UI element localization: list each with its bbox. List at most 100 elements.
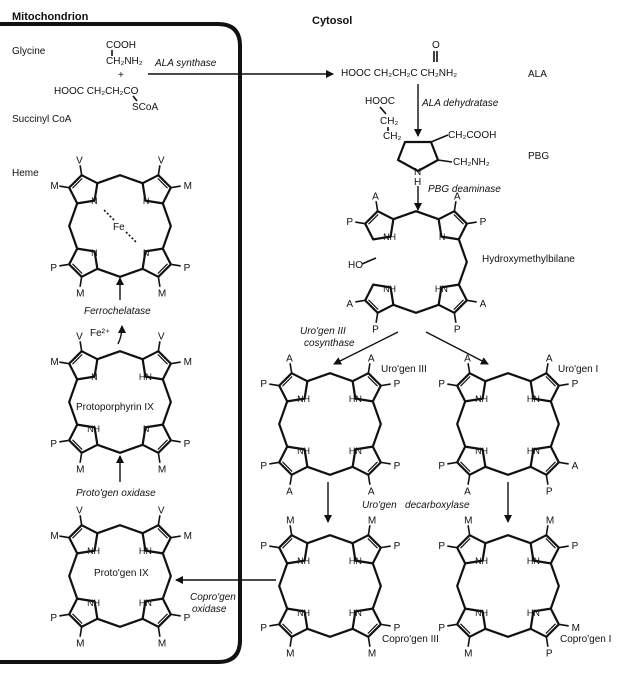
- proto9g-pyrrole-3-ring: [141, 597, 172, 628]
- uro1-pyrrole-3-ring: [529, 445, 560, 476]
- copro1-pyrrole-4-sub-M: M: [464, 649, 472, 660]
- uro3-pyrrole-1-nitrogen: NH: [297, 394, 310, 404]
- hmb-pyrrole-4-nitrogen: NH: [383, 284, 396, 294]
- copro1-pyrrole-3-nitrogen: HN: [527, 608, 540, 618]
- pbg-ch2nh2: CH₂NH₂: [453, 157, 490, 168]
- ala-molecule: O HOOC CH₂CH₂C CH₂NH₂ ALA: [341, 40, 547, 80]
- hmb-pyrrole-3-nitrogen: HN: [435, 284, 448, 294]
- protogen-oxidase-label: Proto'gen oxidase: [76, 488, 156, 499]
- iron-entry-arrow: [117, 325, 126, 345]
- protoporph-pyrrole-2-ring: [141, 350, 172, 381]
- proto9g-pyrrole-2-ring: [141, 524, 172, 555]
- uro3-pyrrole-2-sub-P: P: [394, 379, 401, 390]
- protoporph-pyrrole-3-sub-P: P: [184, 439, 191, 450]
- proto9g-pyrrole-1-sub-V: V: [76, 505, 83, 516]
- coprogen-iii-label: Copro'gen III: [382, 634, 439, 645]
- copro1-pyrrole-1-sub-P: P: [438, 541, 445, 552]
- to-urogen-i-arrow: [425, 331, 489, 365]
- protoporph-pyrrole-3-ring: [141, 423, 172, 454]
- copro1-pyrrole-1-ring: [456, 534, 487, 565]
- uro1-pyrrole-1-sub-P: P: [438, 379, 445, 390]
- uro3-meso-bridge-3: [306, 465, 354, 476]
- hemeg-pyrrole-1-sub-M: M: [50, 181, 58, 192]
- copro1-meso-bridge-4: [456, 562, 467, 610]
- ala-formula: HOOC CH₂CH₂C CH₂NH₂: [341, 68, 457, 79]
- hmb-pyrrole-1-sub-P: P: [346, 217, 353, 228]
- ala-synthase-label: ALA synthase: [154, 58, 217, 69]
- hemeg-pyrrole-4-nitrogen: N: [91, 248, 98, 258]
- copro3-pyrrole-2-nitrogen: HN: [349, 556, 362, 566]
- ala-dehydratase-label: ALA dehydratase: [421, 98, 499, 109]
- heme-label: Heme: [12, 168, 39, 179]
- pbg-ch2-a: CH₂: [380, 116, 398, 127]
- uro1-pyrrole-2-sub-A: A: [546, 353, 553, 364]
- iron-ion-label: Fe²⁺: [90, 328, 110, 339]
- copro1-pyrrole-2-ring: [529, 534, 560, 565]
- uro1-pyrrole-4-nitrogen: NH: [475, 446, 488, 456]
- hmb-ho: HO: [348, 260, 363, 271]
- ala-oxygen: O: [432, 40, 440, 51]
- hmb-pyrrole-2-sub-P: P: [480, 217, 487, 228]
- copro3-pyrrole-4-sub-M: M: [286, 649, 294, 660]
- copro3-pyrrole-4-nitrogen: NH: [297, 608, 310, 618]
- hemeg-pyrrole-3-ring: [141, 247, 172, 278]
- uro3-meso-bridge-1: [306, 372, 354, 383]
- protoporph-pyrrole-4-sub-P: P: [50, 439, 57, 450]
- hmb-pyrrole-2-nitrogen: N: [439, 232, 446, 242]
- uro3-pyrrole-4-sub-P: P: [260, 461, 267, 472]
- pbg-hooc: HOOC: [365, 96, 395, 107]
- uro1-pyrrole-1-ring: [456, 372, 487, 403]
- hmb-meso-bridge-1: [392, 210, 440, 221]
- uro3-pyrrole-3-sub-P: P: [394, 461, 401, 472]
- uro1-pyrrole-2-sub-P: P: [572, 379, 579, 390]
- copro3-pyrrole-2-sub-P: P: [394, 541, 401, 552]
- uro3-meso-bridge-4: [278, 400, 289, 448]
- uro1-meso-bridge-2: [549, 400, 560, 448]
- hemeg-meso-bridge-2: [161, 202, 172, 250]
- copro3-pyrrole-4-sub-P: P: [260, 623, 267, 634]
- proto9g-pyrrole-3-sub-M: M: [158, 639, 166, 650]
- proto9g-pyrrole-1-nitrogen: NH: [87, 546, 100, 556]
- pbg-label: PBG: [528, 151, 549, 162]
- hemeg-pyrrole-4-sub-M: M: [76, 289, 84, 300]
- plus-sign: +: [118, 70, 124, 81]
- uro1-pyrrole-1-sub-A: A: [464, 353, 471, 364]
- copro3-pyrrole-1-sub-P: P: [260, 541, 267, 552]
- coprogen-oxidase-label-1: Copro'gen: [190, 592, 236, 603]
- urogen-iii-cosynthase-label-1: Uro'gen III: [300, 326, 346, 337]
- protoporph-pyrrole-3-sub-M: M: [158, 465, 166, 476]
- copro1-pyrrole-3-ring: [529, 607, 560, 638]
- succinyl-coa-label: Succinyl CoA: [12, 114, 72, 125]
- hmb-pyrrole-1-nitrogen: NH: [383, 232, 396, 242]
- pbg-n: N: [414, 167, 421, 178]
- protoporph-pyrrole-2-sub-V: V: [158, 331, 165, 342]
- hmb-pyrrole-4-sub-P: P: [372, 325, 379, 336]
- uro3-pyrrole-3-ring: [351, 445, 382, 476]
- copro3-meso-bridge-1: [306, 534, 354, 545]
- hemeg-pyrrole-2-sub-M: M: [184, 181, 192, 192]
- hmb-pyrrole-2-sub-A: A: [454, 191, 461, 202]
- protoporph-pyrrole-3-nitrogen: N: [143, 424, 150, 434]
- proto9g-pyrrole-4-sub-P: P: [50, 613, 57, 624]
- proto9g-meso-bridge-4: [68, 552, 79, 600]
- pbg-ch2cooh: CH₂COOH: [448, 130, 496, 141]
- copro1-meso-bridge-2: [549, 562, 560, 610]
- hemeg-meso-bridge-4: [68, 202, 79, 250]
- pbg-molecule: HOOC CH₂ CH₂ N H CH₂COOH CH₂NH₂ PBG: [365, 96, 549, 188]
- pbg-h: H: [414, 177, 421, 188]
- uro3-pyrrole-3-nitrogen: HN: [349, 446, 362, 456]
- protoporph-pyrrole-4-sub-M: M: [76, 465, 84, 476]
- uro3-pyrrole-2-ring: [351, 372, 382, 403]
- protoporph-pyrrole-4-ring: [68, 423, 99, 454]
- copro3-pyrrole-3-ring: [351, 607, 382, 638]
- succinyl-formula: HOOC CH₂CH₂CO: [54, 86, 139, 97]
- glycine-label: Glycine: [12, 46, 46, 57]
- mitochondrion-membrane: [0, 22, 242, 664]
- urogen-decarboxylase-label: Uro'gen decarboxylase: [362, 500, 470, 511]
